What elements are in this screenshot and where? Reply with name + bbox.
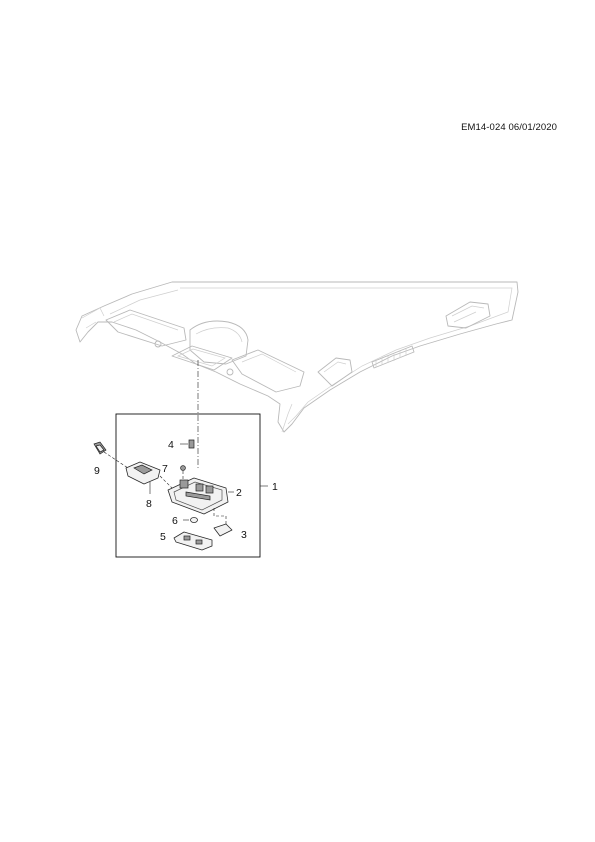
callout-1: 1 <box>272 481 278 493</box>
callout-8: 8 <box>146 498 152 510</box>
connector-part <box>93 441 107 455</box>
assembly-frame <box>115 413 261 558</box>
callout-9: 9 <box>94 465 100 477</box>
callout-4: 4 <box>168 439 174 451</box>
callout-7: 7 <box>162 463 168 475</box>
headliner <box>75 281 519 433</box>
screw-part <box>180 465 186 471</box>
document-code: EM14-024 06/01/2020 <box>461 122 557 133</box>
lamp-part <box>213 523 233 537</box>
bulb-part <box>190 517 198 523</box>
console-housing-part <box>167 477 229 515</box>
callout-6: 6 <box>172 515 178 527</box>
clip-part <box>188 439 195 449</box>
callout-3: 3 <box>241 529 247 541</box>
switch-part <box>173 531 213 551</box>
lens-part <box>125 461 161 485</box>
callout-5: 5 <box>160 531 166 543</box>
callout-2: 2 <box>236 487 242 499</box>
